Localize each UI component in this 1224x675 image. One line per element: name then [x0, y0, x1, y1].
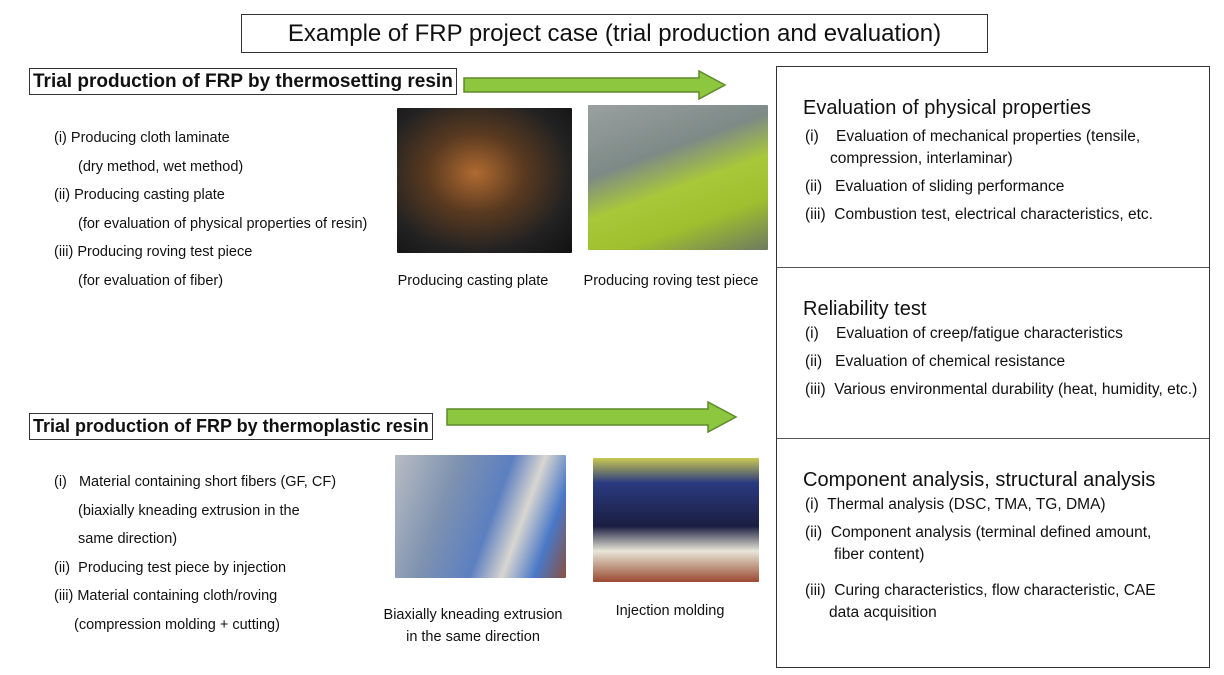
list-item: (iii) Curing characteristics, flow chara…	[805, 582, 1156, 599]
list-item: (compression molding + cutting)	[74, 616, 280, 633]
thermoplastic-list: (i) Material containing short fibers (GF…	[54, 468, 336, 639]
slide-title: Example of FRP project case (trial produ…	[241, 14, 988, 53]
roving-test-piece-photo	[588, 105, 768, 250]
section-heading: Evaluation of physical properties	[803, 97, 1091, 119]
list-item: data acquisition	[829, 604, 937, 621]
list-item: (ii) Evaluation of sliding performance	[805, 178, 1065, 195]
list-item: (ii) Evaluation of chemical resistance	[805, 353, 1066, 370]
arrow-right-icon	[446, 401, 738, 433]
list-item: (i) Producing cloth laminate	[54, 130, 230, 146]
casting-plate-photo	[397, 108, 572, 253]
list-item: (i) Thermal analysis (DSC, TMA, TG, DMA)	[805, 496, 1106, 513]
photo-caption: Producing roving test piece	[583, 273, 759, 289]
injection-molding-photo	[593, 458, 759, 582]
evaluation-panel: Evaluation of physical properties (i) Ev…	[776, 66, 1210, 668]
list-item: (for evaluation of physical properties o…	[78, 215, 368, 232]
thermoset-list: (i) Producing cloth laminate (dry method…	[54, 124, 367, 295]
list-item: (iii) Producing roving test piece	[54, 244, 253, 260]
list-item: (i) Evaluation of mechanical properties …	[805, 128, 1141, 145]
list-item: (i) Evaluation of creep/fatigue characte…	[805, 325, 1123, 342]
list-item: same direction)	[78, 531, 178, 547]
list-item: (iii) Material containing cloth/roving	[54, 588, 278, 604]
photo-caption: Injection molding	[615, 603, 725, 619]
physical-properties-section: Evaluation of physical properties (i) Ev…	[777, 97, 1209, 226]
photo-caption: Producing casting plate	[397, 273, 549, 289]
list-item: (for evaluation of fiber)	[78, 272, 224, 289]
list-item: (i) Material containing short fibers (GF…	[54, 474, 337, 490]
list-item: (iii) Combustion test, electrical charac…	[805, 206, 1153, 223]
reliability-section: Reliability test (i) Evaluation of creep…	[777, 267, 1209, 401]
thermoset-heading: Trial production of FRP by thermosetting…	[29, 68, 457, 95]
list-item: compression, interlaminar)	[830, 150, 1013, 167]
list-item: (biaxially kneading extrusion in the	[78, 502, 300, 519]
list-item: fiber content)	[834, 546, 925, 563]
section-heading: Component analysis, structural analysis	[803, 469, 1156, 491]
list-item: (ii) Producing test piece by injection	[54, 559, 287, 576]
caption-line: Biaxially kneading extrusion	[383, 607, 563, 623]
photo-caption: Biaxially kneading extrusion in the same…	[378, 604, 568, 648]
section-heading: Reliability test	[803, 298, 927, 320]
list-item: (iii) Various environmental durability (…	[805, 381, 1198, 398]
arrow-right-icon	[463, 70, 727, 100]
list-item: (ii) Component analysis (terminal define…	[805, 524, 1152, 541]
component-analysis-section: Component analysis, structural analysis …	[777, 438, 1209, 624]
list-item: (ii) Producing casting plate	[54, 187, 225, 203]
thermoplastic-heading: Trial production of FRP by thermoplastic…	[29, 413, 433, 440]
list-item: (dry method, wet method)	[78, 158, 244, 175]
caption-line: in the same direction	[406, 629, 540, 645]
extrusion-photo	[395, 455, 566, 578]
